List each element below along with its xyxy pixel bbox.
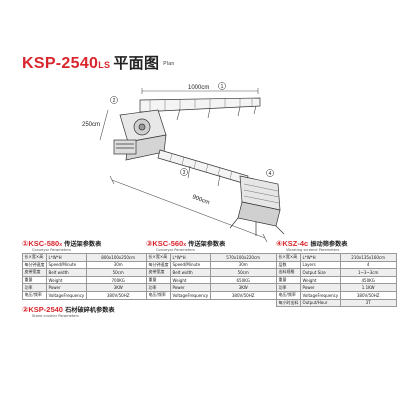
table-subtitle: Stone crusher Parameters — [32, 314, 79, 318]
title-cn: 平面图 — [113, 54, 160, 72]
title-en: Plan — [163, 60, 175, 67]
table-subtitle: Vibrating screene Parameters — [286, 248, 340, 252]
table-heading: ④KSZ-4c 振动筛参数表 — [276, 239, 348, 248]
width-dimension-line — [99, 109, 109, 141]
callout-2: 2 — [113, 98, 116, 104]
model-suffix: LS — [98, 60, 111, 70]
callout-3: 3 — [183, 170, 186, 176]
crusher-table-block: ②KSP-2540 石材破碎机参数表 Stone crusher Paramet… — [22, 305, 115, 319]
vibrating-screen — [229, 175, 285, 236]
table-heading: ③KSC-560x 传送架参数表 — [146, 239, 226, 248]
conveyor-middle — [157, 149, 249, 187]
table-heading: ①KSC-580x 传送架参数表 — [22, 239, 102, 248]
conveyor-top — [139, 97, 261, 121]
table-subtitle: Conveyor Parameters — [32, 248, 71, 252]
callout-1-circle — [218, 82, 226, 90]
plan-drawing: 1000cm 250cm 900cm 1 2 3 4 — [82, 82, 285, 243]
model-code: KSP-2540 — [22, 55, 99, 72]
stone-crusher — [113, 109, 167, 161]
table-heading: ②KSP-2540 石材破碎机参数表 — [22, 305, 115, 314]
dim-length-label: 1000cm — [188, 85, 209, 91]
callout-4-circle — [266, 169, 274, 177]
table-subtitle: Conveyor Parameters — [156, 248, 195, 252]
diagonal-dimension-line — [111, 179, 266, 239]
callout-2-circle — [110, 96, 118, 104]
dim-diagonal-label: 900cm — [191, 194, 210, 206]
callout-4: 4 — [269, 171, 272, 177]
dim-width-label: 250cm — [82, 122, 100, 128]
conveyor-580-table-block: ①KSC-580x 传送架参数表 Conveyor Parameters 长×宽… — [22, 239, 151, 300]
callout-1: 1 — [221, 84, 224, 90]
conveyor-560-table-block: ③KSC-560x 传送架参数表 Conveyor Parameters 长×宽… — [146, 239, 277, 300]
callout-3-circle — [180, 168, 188, 176]
vibrating-screen-table-block: ④KSZ-4c 振动筛参数表 Vibrating screene Paramet… — [276, 239, 397, 308]
